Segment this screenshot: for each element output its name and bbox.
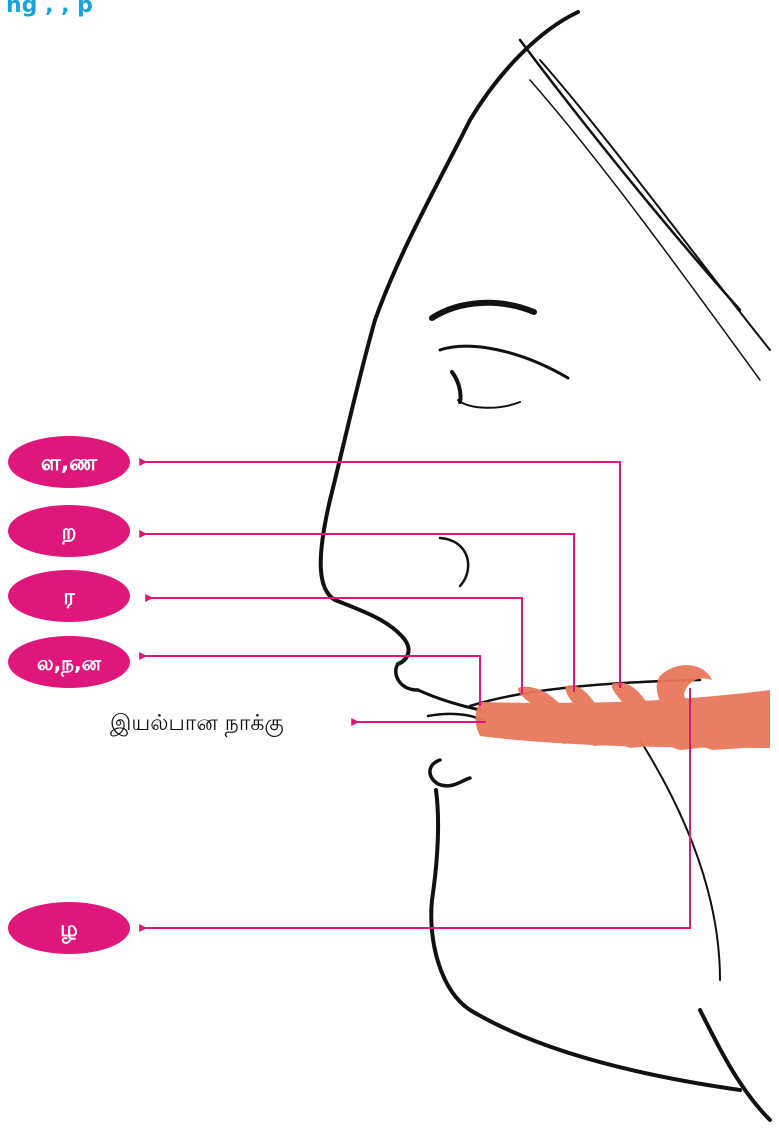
forehead-nose-line [321,12,578,664]
leader-la-na [140,462,620,688]
header-text: ng , , p [6,0,93,18]
label-la-nna-text: ல,ந,ன [37,651,102,677]
jaw-line [640,740,720,980]
hair-line-2 [540,60,770,350]
natural-tongue-label: இயல்பான நாக்கு [110,711,284,737]
eye-lash-line [452,372,461,402]
leader-lines [140,462,690,928]
nose-wing-line [440,538,468,586]
label-ra-soft-text: ர [63,585,75,610]
eye-upper-line [440,346,568,378]
hair-line-3 [530,80,760,380]
lower-lip-line [430,760,470,786]
label-ra-hard-text: ற [62,520,77,545]
label-zha: ழ [8,902,130,954]
label-la-nna: ல,ந,ன [8,636,130,688]
neck-line [700,1010,770,1120]
mouth-line [428,714,482,720]
chin-neck-line [431,790,740,1090]
nostril-line [396,664,418,690]
tongue-shapes [476,665,771,750]
label-ra-soft: ர [8,570,130,622]
eyebrow-line [432,303,534,318]
label-la-na: ள,ண [8,436,130,488]
label-zha-text: ழ [60,917,78,944]
label-ra-hard: ற [8,505,130,557]
eye-lower-line [458,400,520,408]
leader-ra-hard [140,534,574,692]
leader-la-nna [140,656,480,706]
face-profile [321,12,770,1120]
label-la-na-text: ள,ண [41,451,98,476]
leader-ra-soft [146,598,522,694]
